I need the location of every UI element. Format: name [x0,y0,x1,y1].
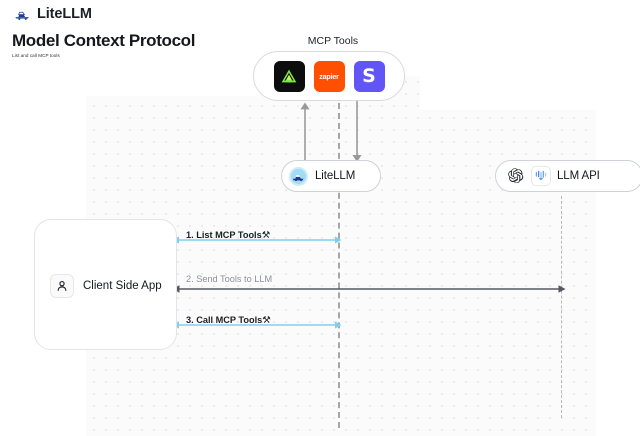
mcp-tools-card: zapier S [253,51,405,101]
client-side-app-node[interactable]: Client Side App [34,219,177,350]
litellm-truck-logo-icon [15,11,29,20]
llm-api-node[interactable]: LLM API [495,160,640,192]
green-triangle-icon [281,69,297,83]
page-title: Model Context Protocol [12,31,196,50]
arrow-litellm-to-mcp-up [300,102,310,163]
litellm-node[interactable]: LiteLLM [281,160,381,192]
mcp-tools-title: MCP Tools [307,35,359,47]
zapier-wordmark: zapier [319,71,339,81]
litellm-node-label: LiteLLM [315,170,356,182]
tool-tile-anthropic[interactable] [273,60,305,92]
slack-s-icon: S [362,64,376,87]
openai-icon [505,166,525,186]
llm-api-node-label: LLM API [557,170,600,182]
user-icon [50,274,74,298]
top-bar: LiteLLM [0,0,640,28]
tool-tile-slack[interactable]: S [353,60,385,92]
litellm-avatar-icon [289,166,308,186]
page-subtitle: List and call MCP tools [12,53,60,58]
vertex-ai-icon [531,166,551,186]
tool-tile-zapier[interactable]: zapier [313,60,345,92]
message-call-mcp-tools-label: 3. Call MCP Tools⚒ [186,315,271,326]
tools-glyph-icon: ⚒ [261,230,271,241]
client-side-app-label: Client Side App [83,280,162,292]
arrow-mcp-to-litellm-down [352,101,362,162]
brand[interactable]: LiteLLM [14,6,92,23]
message-send-tools-to-llm-label: 2. Send Tools to LLM [186,274,273,284]
lifeline-litellm [338,103,340,428]
brand-name: LiteLLM [37,6,92,22]
tools-glyph-icon: ⚒ [262,315,271,326]
client-side-app-content: Client Side App [50,274,162,298]
message-list-mcp-tools-label: 1. List MCP Tools⚒ [186,230,271,241]
lifeline-llm-api [561,196,562,418]
